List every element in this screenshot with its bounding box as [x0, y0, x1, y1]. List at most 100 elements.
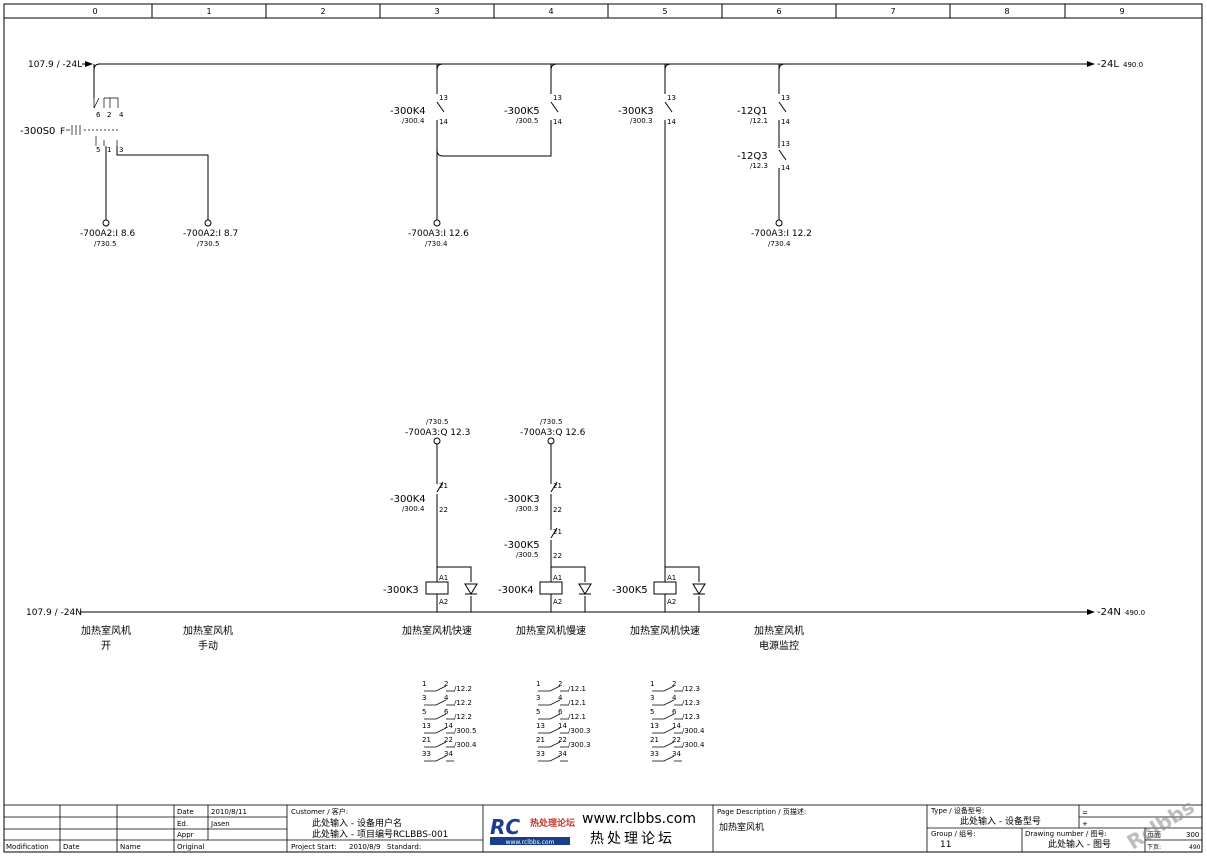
- xref-contact: [538, 727, 568, 734]
- contact-pin: 22: [553, 552, 562, 560]
- xref-contact: [424, 755, 454, 762]
- tb-next-value: 490: [1189, 844, 1201, 851]
- lower-contact-group: /730.5 -700A3:Q 12.3 21 22 -300K4 /300.4…: [390, 418, 586, 578]
- logo-url-small: www.rclbbs.com: [506, 839, 555, 846]
- switch-pin: 6: [96, 111, 101, 119]
- xref-pin-a: 3: [536, 694, 540, 702]
- coil-tag: -300K4: [498, 585, 534, 596]
- xref-ref: /12.3: [682, 685, 700, 693]
- coil-300K5: -300K5 A1 A2: [612, 566, 706, 612]
- contact-pin: 22: [439, 506, 448, 514]
- tb-customer-line1: 此处输入 - 设备用户名: [312, 817, 402, 829]
- xref-pin-b: 2: [444, 680, 448, 688]
- contact-tag: -300K4: [390, 494, 426, 505]
- tb-group-label: Group / 组号:: [931, 829, 975, 838]
- tb-drawing-label: Drawing number / 图号:: [1025, 830, 1107, 838]
- xref-ref: /12.3: [682, 713, 700, 721]
- switch-pin: 2: [107, 111, 111, 119]
- description-text: 加热室风机快速: [402, 624, 472, 637]
- contact-ref: /300.4: [402, 117, 425, 125]
- contact-tag: -300K5: [504, 106, 540, 117]
- contact-ref: /300.5: [516, 551, 538, 559]
- description-text: 加热室风机: [754, 624, 804, 637]
- xref-pin-b: 4: [444, 694, 449, 702]
- xref-contact: [652, 713, 682, 720]
- xref-ref: /300.3: [568, 727, 590, 735]
- coil-tag: -300K3: [383, 585, 419, 596]
- rail-24L-right-label: -24L: [1097, 59, 1119, 70]
- terminal-ref: /730.5: [540, 418, 562, 426]
- column-label: 5: [662, 7, 667, 16]
- tb-type-value: 此处输入 - 设备型号: [960, 815, 1041, 827]
- contact-pin: 13: [781, 94, 790, 102]
- column-label: 0: [92, 7, 97, 16]
- selector-switch-300S0: -300S0 F 6 2 4 5 1 3 -700A2:I 8.6 /730.5…: [20, 64, 238, 248]
- rail-24L: 107.9 / -24L -24L 490.0: [28, 59, 1143, 71]
- contact-ref: /300.3: [516, 505, 538, 513]
- xref-pin-b: 22: [672, 736, 681, 744]
- description-text: 加热室风机快速: [630, 624, 700, 637]
- terminal-point: [547, 437, 555, 445]
- terminal-label: -700A3:I 12.6: [408, 229, 469, 239]
- contact-pin: 14: [667, 118, 676, 126]
- xref-contact: [652, 741, 682, 748]
- xref-pin-a: 1: [422, 680, 426, 688]
- switch-pin: 4: [119, 111, 124, 119]
- circuit-descriptions: 加热室风机 开 加热室风机 手动 加热室风机快速 加热室风机慢速 加热室风机快速…: [81, 624, 804, 652]
- xref-pin-a: 13: [422, 722, 431, 730]
- xref-pin-a: 5: [422, 708, 426, 716]
- tb-customer-label: Customer / 客户:: [291, 807, 348, 816]
- tb-eq-sign: =: [1082, 809, 1088, 817]
- tb-next-label: 下页:: [1147, 844, 1161, 851]
- xref-pin-a: 1: [536, 680, 540, 688]
- xref-pin-b: 34: [444, 750, 453, 758]
- terminal-point: [433, 437, 441, 445]
- coil-pin: A2: [667, 598, 676, 606]
- xref-pin-b: 14: [672, 722, 681, 730]
- terminal-ref: /730.4: [768, 240, 791, 248]
- description-text: 加热室风机慢速: [516, 624, 586, 637]
- column-label: 8: [1004, 7, 1009, 16]
- terminal-ref: /730.5: [94, 240, 116, 248]
- xref-contact: [424, 685, 454, 692]
- terminal-point: [433, 219, 441, 227]
- xref-pin-a: 3: [650, 694, 654, 702]
- contact-pin: 13: [439, 94, 448, 102]
- contact-tag: -300K3: [504, 494, 540, 505]
- xref-contact: [538, 755, 568, 762]
- tb-modification: Modification: [6, 843, 49, 851]
- tb-standard-label: Standard:: [387, 843, 421, 851]
- description-text: 电源监控: [759, 639, 799, 652]
- xref-contact: [652, 685, 682, 692]
- tb-ed-value: Jasen: [210, 820, 230, 828]
- contact-pin: 22: [553, 506, 562, 514]
- switch-pin: 5: [96, 146, 100, 154]
- xref-pin-b: 22: [444, 736, 453, 744]
- coil-300K4: -300K4 A1 A2: [498, 566, 592, 612]
- contact-pin: 14: [781, 118, 790, 126]
- title-block: Date 2010/8/11 Ed. Jasen Appr Modificati…: [3, 794, 1203, 854]
- coil-tag: -300K5: [612, 585, 648, 596]
- xref-pin-a: 13: [536, 722, 545, 730]
- rail-24L-left-ref: 107.9 / -24L: [28, 60, 82, 70]
- column-label: 1: [206, 7, 211, 16]
- rail-24N: 107.9 / -24N -24N 490.0: [26, 607, 1145, 618]
- xref-contact: [652, 755, 682, 762]
- xref-pin-b: 14: [444, 722, 453, 730]
- terminal-point: [204, 219, 212, 227]
- contact-pin: 13: [553, 94, 562, 102]
- tb-type-label: Type / 设备型号:: [930, 806, 984, 815]
- coil-pin: A1: [439, 574, 448, 582]
- tb-date-col: Date: [63, 843, 80, 851]
- xref-ref: /300.5: [454, 727, 476, 735]
- contact-ref: /12.3: [750, 162, 768, 170]
- xref-pin-b: 2: [672, 680, 676, 688]
- description-text: 开: [101, 641, 111, 652]
- contact-pin: 13: [667, 94, 676, 102]
- contact-tag: -300K4: [390, 106, 426, 117]
- tb-project-start-label: Project Start:: [291, 843, 337, 851]
- coil-group: -300K3 A1 A2 -300K4 A1 A2 -300K5 A1 A2: [383, 566, 706, 612]
- contact-ref: /300.4: [402, 505, 425, 513]
